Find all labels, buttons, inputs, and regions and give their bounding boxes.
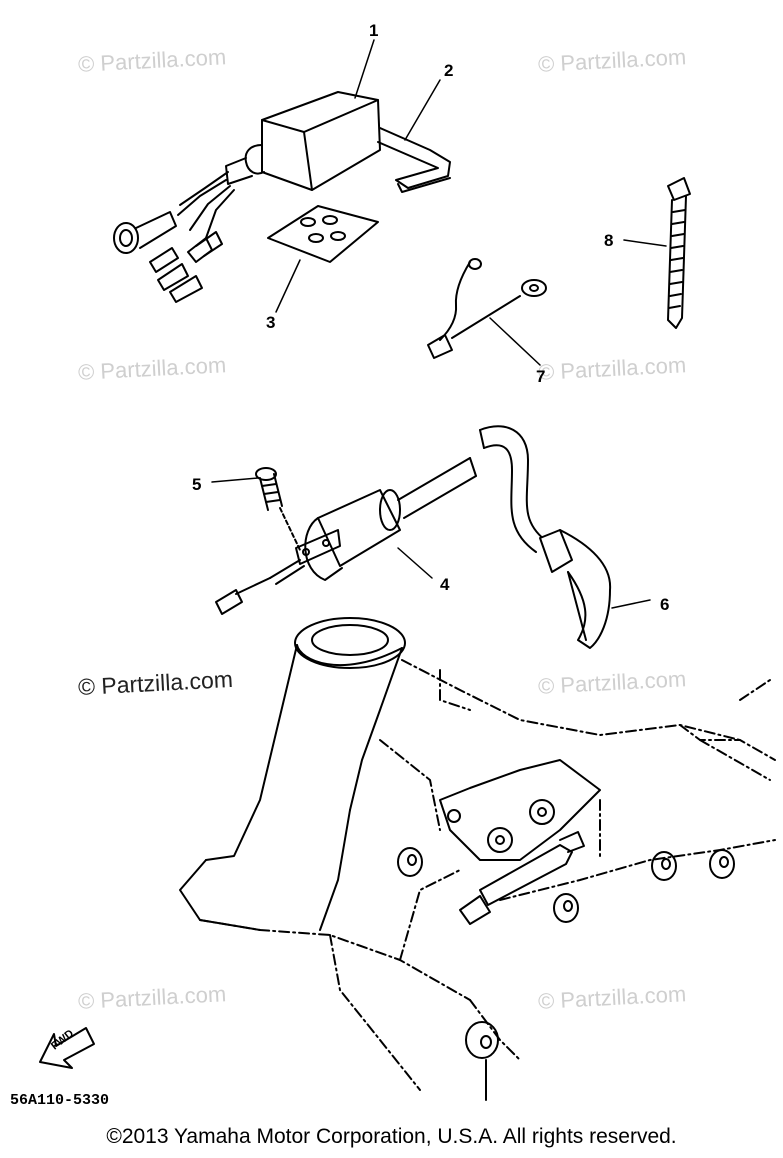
frame-outline — [179, 617, 776, 1101]
bolt-part-5 — [211, 467, 301, 551]
callout-7: 7 — [536, 367, 546, 386]
callout-3: 3 — [266, 313, 276, 332]
cdi-unit-part-1 — [113, 39, 381, 303]
callout-1: 1 — [369, 21, 379, 40]
callout-6: 6 — [660, 595, 670, 614]
diagram-part-code: 56A110-5330 — [10, 1092, 110, 1109]
cable-tie-part-8 — [623, 177, 691, 329]
callout-4: 4 — [440, 575, 450, 594]
rubber-pad-part-3 — [267, 205, 379, 313]
callout-2: 2 — [444, 61, 454, 80]
copyright-notice: ©2013 Yamaha Motor Corporation, U.S.A. A… — [106, 1125, 677, 1148]
lead-wire-part-7 — [427, 258, 547, 366]
ignition-coil-part-4 — [215, 457, 477, 615]
band-part-2 — [377, 79, 451, 193]
fwd-arrow-icon — [39, 1027, 95, 1069]
callout-5: 5 — [192, 475, 202, 494]
callout-8: 8 — [604, 231, 614, 250]
plug-cap-part-6 — [479, 425, 651, 649]
